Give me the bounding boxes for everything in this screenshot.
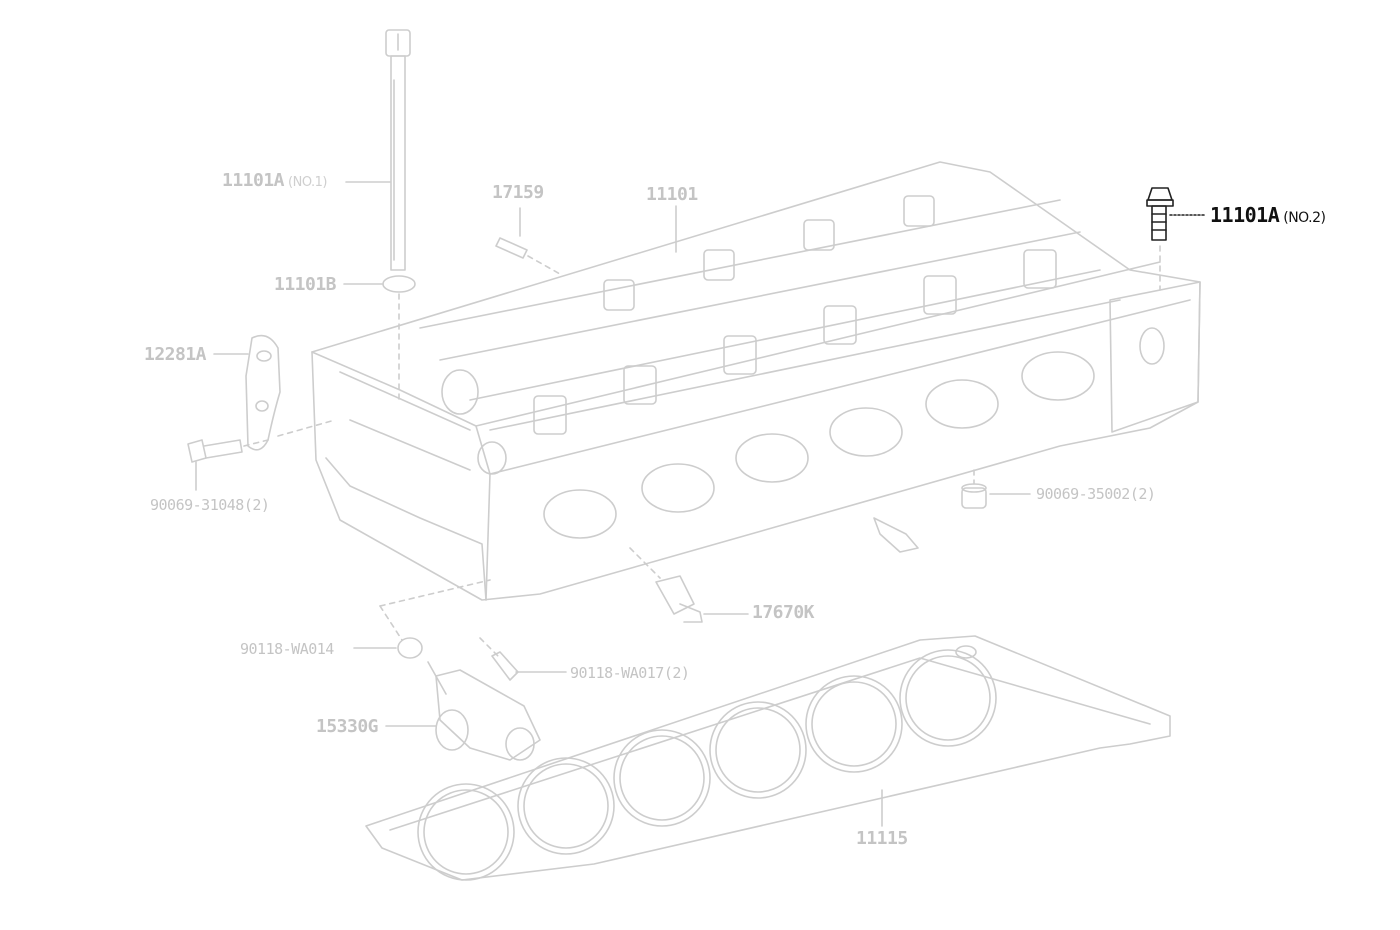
label-12281A[interactable]: 12281A [144,344,207,365]
oil-control-valve-part[interactable] [427,661,541,761]
washer-part[interactable] [382,275,416,293]
label-11115[interactable]: 11115 [856,828,908,849]
head-bolt-no1-part[interactable] [385,29,411,271]
bracket-part[interactable] [245,334,281,451]
label-17670K[interactable]: 17670K [752,602,815,623]
label-code: 11101A [222,170,285,191]
label-90118-WA017[interactable]: 90118-WA017(2) [570,664,690,682]
valve-bolt-part[interactable] [491,651,519,681]
label-90069-35002[interactable]: 90069-35002(2) [1036,485,1156,503]
dowel-pin-part[interactable] [495,237,528,259]
head-gasket-part[interactable] [365,635,1171,881]
label-15330G[interactable]: 15330G [316,716,379,737]
label-11101[interactable]: 11101 [646,184,698,205]
bracket-bolt-part[interactable] [187,439,243,463]
label-11101B[interactable]: 11101B [274,274,337,295]
o-ring-part[interactable] [397,637,423,659]
label-11101A-no2[interactable]: 11101A(NO.2) [1210,203,1326,227]
label-11101A-no1[interactable]: 11101A(NO.1) [222,170,328,191]
head-bolt-no2-part[interactable] [1146,187,1174,241]
label-note: (NO.2) [1283,210,1326,226]
label-code: 11101A [1210,203,1280,227]
label-90118-WA014[interactable]: 90118-WA014 [240,640,334,658]
label-90069-31048[interactable]: 90069-31048(2) [150,496,270,514]
cylinder-head-part[interactable] [311,161,1201,601]
label-17159[interactable]: 17159 [492,182,544,203]
sensor-part[interactable] [655,575,703,623]
plug-part[interactable] [961,483,987,509]
label-note: (NO.1) [288,175,328,190]
